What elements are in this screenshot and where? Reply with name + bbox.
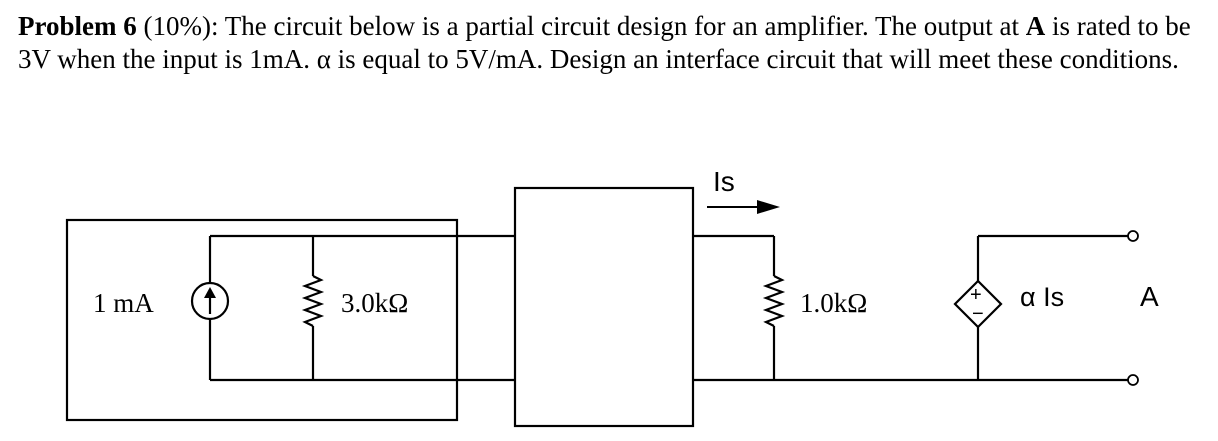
problem-weight: (10%): (143, 11, 219, 41)
resistor-1-label: 3.0kΩ (341, 288, 408, 318)
dependent-source-plus: + (970, 284, 982, 306)
current-label: Is (713, 166, 735, 197)
problem-text-1: The circuit below is a partial circuit d… (224, 11, 1019, 41)
dependent-source-minus: − (972, 303, 984, 325)
dependent-source-label: α Is (1020, 282, 1064, 312)
resistor-1 (301, 275, 325, 327)
problem-title: Problem 6 (18, 11, 137, 41)
current-arrowhead (757, 200, 780, 214)
interface-box (513, 186, 695, 428)
output-label: A (1140, 281, 1159, 312)
dependent-voltage-source (953, 279, 1003, 329)
problem-text-2: is rated to be 3V when the input is 1mA.… (18, 11, 1191, 74)
problem-statement: Problem 6 (10%): The circuit below is a … (18, 10, 1208, 76)
problem-node-ref: A (1025, 11, 1046, 41)
resistor-2-label: 1.0kΩ (800, 288, 867, 318)
output-terminal-bottom (1127, 374, 1139, 386)
source-label: 1 mA (93, 288, 154, 318)
resistor-2 (762, 275, 786, 327)
current-source-arrowhead (204, 287, 216, 298)
current-source (190, 281, 230, 321)
output-terminal-top (1127, 230, 1139, 242)
source-box (65, 218, 459, 422)
